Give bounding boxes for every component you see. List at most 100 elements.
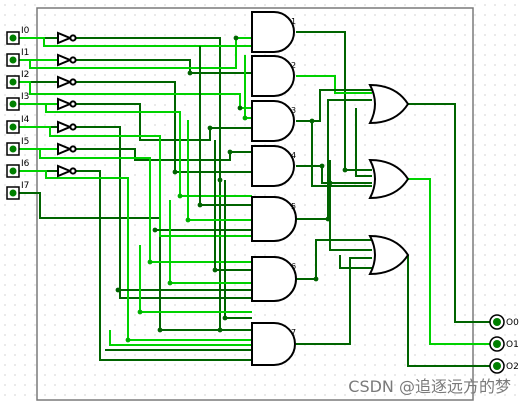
not-gate-body	[57, 53, 73, 67]
wire-junction	[242, 115, 248, 121]
input-pin-i1: I1	[6, 48, 29, 67]
and-gate-2: 2	[251, 55, 296, 97]
input-pin-i7: I7	[6, 181, 29, 200]
wire-junction	[342, 167, 348, 173]
input-pin-i4: I4	[6, 115, 30, 134]
not-gate-6	[57, 164, 77, 178]
inverted-signal-wire	[76, 170, 252, 361]
inverted-signal-wire	[76, 126, 252, 299]
and-gate-label: 4	[291, 151, 296, 160]
and-gate-label: 2	[291, 61, 296, 70]
output-pin-state-icon	[493, 340, 501, 348]
and-gate-5: 5	[251, 196, 297, 242]
wire-junction	[115, 287, 121, 293]
and-gate-body	[251, 196, 297, 242]
not-gate-bubble	[69, 56, 77, 64]
not-gate-5	[57, 142, 77, 156]
inverted-signal-wire	[76, 59, 252, 74]
and-output-wire	[339, 255, 372, 269]
and-gate-6: 6	[251, 256, 297, 302]
not-gate-bubble	[69, 123, 77, 131]
inverted-signal-wire	[76, 37, 252, 331]
or-gate-body	[368, 158, 410, 200]
wire-junction	[217, 327, 223, 333]
and-output-wire	[296, 165, 372, 184]
output-pin-label: O2	[506, 362, 519, 372]
wire-junction	[167, 280, 173, 286]
and-gate-7: 7	[251, 322, 296, 366]
true-signal-wire	[19, 126, 252, 237]
or-gate-1	[368, 158, 410, 200]
input-pin-label: I3	[21, 92, 29, 102]
wire-junction	[325, 216, 331, 222]
and-gate-body	[251, 322, 296, 366]
and-gate-body	[251, 100, 295, 142]
wire-junction	[222, 315, 228, 321]
wire-junction	[233, 35, 239, 41]
and-gate-label: 6	[291, 262, 296, 271]
wire-junction	[212, 267, 218, 273]
wire-junction	[177, 193, 183, 199]
not-gate-2	[57, 75, 77, 89]
inverted-signal-wire	[76, 103, 252, 141]
output-pin-o2: O2	[489, 358, 519, 374]
or-gate-body	[368, 83, 410, 125]
wire-junction	[309, 118, 315, 124]
input-pin-state-icon	[9, 189, 17, 197]
or-gate-body	[368, 234, 410, 276]
not-gate-bubble	[69, 167, 77, 175]
output-pin-o0: O0	[489, 314, 519, 330]
not-gate-4	[57, 120, 77, 134]
and-gate-label: 7	[291, 328, 296, 337]
not-gate-body	[57, 164, 73, 178]
input-pin-i2: I2	[6, 70, 29, 89]
bus-wire	[109, 330, 252, 346]
and-gate-body	[251, 145, 295, 187]
input-pin-state-icon	[9, 123, 17, 131]
wire-junction	[147, 259, 153, 265]
output-pin-o1: O1	[489, 336, 519, 352]
true-signal-wire	[19, 37, 252, 47]
not-gate-bubble	[69, 34, 77, 42]
and-gate-label: 5	[291, 202, 296, 211]
and-gate-3: 3	[251, 100, 296, 142]
not-gate-body	[57, 142, 73, 156]
wire-junction	[172, 169, 178, 175]
or-gate-2	[368, 234, 410, 276]
wire-junction	[125, 337, 131, 343]
wire-junction	[227, 149, 233, 155]
input-pin-label: I4	[21, 115, 30, 125]
circuit-boundary	[36, 7, 474, 401]
wire-junction	[157, 327, 163, 333]
true-signal-wire	[19, 148, 252, 263]
and-output-wire	[296, 239, 372, 280]
wire-junction	[237, 105, 243, 111]
or-gate-0	[368, 83, 410, 125]
wire-junction	[152, 227, 158, 233]
input-pin-i0: I0	[6, 26, 30, 45]
and-gate-label: 1	[291, 17, 296, 26]
and-gate-body	[251, 11, 295, 53]
input-pin-i6: I6	[6, 159, 30, 178]
output-pin-label: O0	[506, 318, 519, 328]
inverted-signal-wire	[76, 148, 252, 161]
not-gate-1	[57, 53, 77, 67]
input-pin-state-icon	[9, 34, 17, 42]
and-gate-body	[251, 55, 295, 97]
input-pin-state-icon	[9, 78, 17, 86]
inverted-signal-wire	[76, 81, 252, 173]
and-output-wire	[296, 257, 372, 345]
input-pin-i3: I3	[6, 92, 29, 111]
not-gate-0	[57, 31, 77, 45]
watermark: CSDN @追逐远方的梦	[348, 377, 511, 396]
not-gate-body	[57, 31, 73, 45]
and-gate-body	[251, 256, 297, 302]
input-pin-i5: I5	[6, 137, 29, 156]
not-gate-body	[57, 75, 73, 89]
not-gate-bubble	[69, 145, 77, 153]
true-signal-wire	[19, 170, 252, 341]
not-gate-3	[57, 97, 77, 111]
true-signal-wire	[19, 37, 252, 69]
